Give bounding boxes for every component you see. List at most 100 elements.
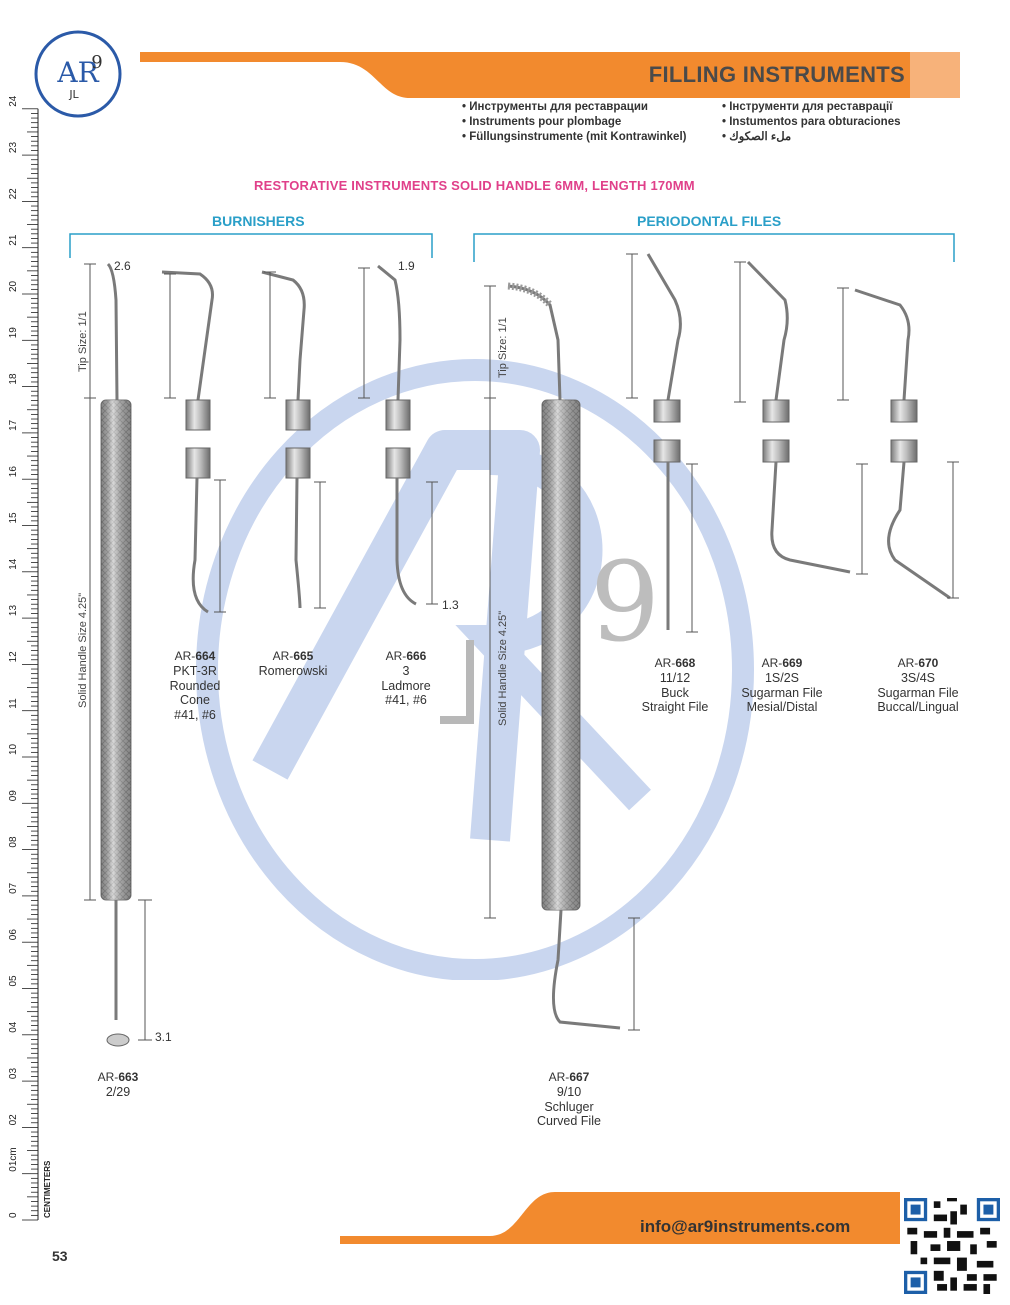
instrument-ar-666	[377, 264, 417, 606]
ruler-label: 20	[8, 280, 19, 292]
item-code: AR-668	[654, 656, 696, 670]
language-item: • Füllungsinstrumente (mit Kontrawinkel)	[462, 131, 687, 143]
handle-size-label: Solid Handle Size 4.25"	[497, 610, 509, 726]
instrument-caption-ar-663: AR-663 2/29	[78, 1070, 158, 1100]
item-desc: 3	[402, 664, 410, 678]
language-item: • Инструменты для реставрации	[462, 101, 648, 113]
instrument-caption-ar-668: AR-668 11/12 Buck Straight File	[630, 656, 720, 715]
instrument-caption-ar-664: AR-664 PKT-3R Rounded Cone #41, #6	[155, 649, 235, 722]
instrument-caption-ar-666: AR-666 3 Ladmore #41, #6	[366, 649, 446, 708]
svg-text:9: 9	[590, 538, 660, 666]
item-code: AR-664	[174, 649, 216, 663]
language-list-left: • Инструменты для реставрации • Instrume…	[462, 100, 686, 145]
tip-size-label: Tip Size: 1/1	[497, 317, 509, 378]
ruler-label: 10	[8, 743, 19, 755]
item-code: AR-667	[548, 1070, 590, 1084]
instrument-caption-ar-667: AR-667 9/10 Schluger Curved File	[524, 1070, 614, 1129]
instrument-ar-669	[746, 260, 851, 574]
instrument-caption-ar-665: AR-665 Romerowski	[248, 649, 338, 679]
item-desc: 2/29	[105, 1085, 131, 1099]
ruler-label: 12	[8, 651, 19, 663]
ruler-label: 24	[8, 95, 19, 107]
ruler-label: 0	[8, 1212, 19, 1218]
measurement-label: 1.9	[398, 259, 415, 273]
item-desc: #41, #6	[385, 693, 427, 707]
ruler-label: 16	[8, 466, 19, 478]
ruler-label: 23	[8, 142, 19, 154]
handle-size-label: Solid Handle Size 4.25"	[77, 592, 89, 708]
language-item: • Instruments pour plombage	[462, 116, 622, 128]
ruler-label: 06	[8, 929, 19, 941]
measurement-label: 2.6	[114, 259, 131, 273]
instrument-ar-664	[161, 270, 214, 614]
ruler-label: 19	[8, 327, 19, 339]
logo-text: 9	[91, 52, 102, 73]
contact-email: info@ar9instruments.com	[640, 1217, 851, 1236]
watermark: 9	[196, 359, 754, 980]
footer-band	[340, 1192, 900, 1244]
item-desc: 1S/2S	[764, 671, 800, 685]
item-desc: Sugarman File	[741, 685, 823, 700]
item-desc: 11/12	[659, 671, 691, 685]
item-desc: PKT-3R	[173, 664, 217, 678]
instrument-caption-ar-670: AR-670 3S/4S Sugarman File Buccal/Lingua…	[866, 656, 970, 715]
ruler-label: 21	[8, 234, 19, 246]
language-item: • Інструменти для реставрації	[722, 101, 893, 113]
ar9-logo: AR JL 9	[34, 30, 122, 118]
section-periodontal-files: PERIODONTAL FILES	[637, 213, 782, 229]
qr-code	[904, 1198, 1000, 1294]
ruler-label: 14	[8, 558, 19, 570]
item-desc: Curved File	[537, 1114, 601, 1128]
ruler-label: 13	[8, 605, 19, 617]
ruler-label: 15	[8, 512, 19, 524]
item-desc: Schluger	[544, 1099, 594, 1114]
item-code: AR-665	[272, 649, 314, 663]
ruler-label: 02	[8, 1114, 19, 1126]
item-desc: Sugarman File	[877, 685, 959, 700]
subtitle: RESTORATIVE INSTRUMENTS SOLID HANDLE 6MM…	[254, 178, 695, 193]
logo-text: AR	[56, 56, 99, 89]
item-desc: 3S/4S	[900, 671, 936, 685]
item-code: AR-669	[761, 656, 803, 670]
measurement-label: 3.1	[155, 1030, 172, 1044]
ruler-label: 04	[8, 1021, 19, 1033]
ruler-label: 01cm	[8, 1147, 19, 1171]
ruler-label: 07	[8, 882, 19, 894]
centimeter-ruler: 0 01cm 02 03 04 05 06 07 08 09 10 11 12 13 14 15 16 17 18 1…	[8, 95, 52, 1221]
ruler-label: 03	[8, 1068, 19, 1080]
instrument-caption-ar-669: AR-669 1S/2S Sugarman File Mesial/Distal	[730, 656, 834, 715]
header-band	[140, 52, 960, 98]
item-code: AR-670	[897, 656, 939, 670]
language-item: • Instumentos para obturaciones	[722, 116, 901, 128]
ruler-label: 22	[8, 188, 19, 200]
ruler-label: 18	[8, 373, 19, 385]
item-desc: 9/10	[556, 1085, 582, 1099]
item-code: AR-666	[385, 649, 427, 663]
instrument-ar-670	[854, 288, 951, 600]
ruler-label: 11	[8, 698, 19, 709]
logo-text: JL	[68, 88, 79, 101]
item-desc: #41, #6	[174, 707, 216, 722]
instrument-ar-663	[100, 262, 132, 1047]
measurement-label: 1.3	[442, 598, 459, 612]
item-code: AR-663	[97, 1070, 139, 1084]
section-burnishers: BURNISHERS	[212, 213, 305, 229]
item-desc: Rounded	[169, 678, 221, 693]
item-desc: Mesial/Distal	[746, 700, 818, 714]
item-desc: Buck	[661, 685, 689, 700]
language-list-right: • Інструменти для реставрації • Instumen…	[722, 100, 901, 145]
item-desc: Cone	[180, 693, 210, 707]
page-title: FILLING INSTRUMENTS	[648, 62, 905, 87]
ruler-label: 17	[8, 419, 19, 431]
page-number: 53	[52, 1248, 68, 1264]
ruler-unit: CENTIMETERS	[43, 1160, 52, 1218]
item-desc: Buccal/Lingual	[877, 700, 959, 714]
item-desc: Straight File	[641, 700, 709, 714]
language-item: • ملء الصكوك	[722, 131, 792, 143]
ruler-label: 09	[8, 790, 19, 802]
ruler-label: 05	[8, 975, 19, 987]
ruler-label: 08	[8, 836, 19, 848]
tip-size-label: Tip Size: 1/1	[77, 311, 89, 372]
item-desc: Ladmore	[381, 678, 431, 693]
